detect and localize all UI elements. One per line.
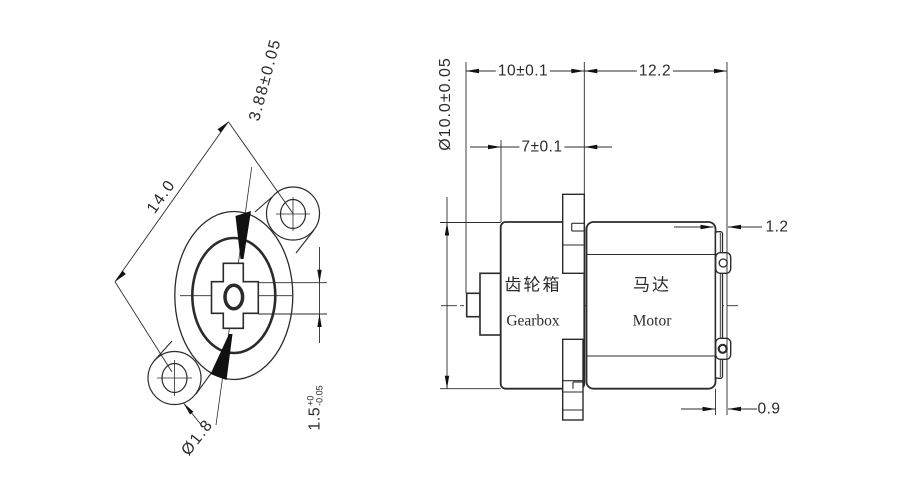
label-gearbox-cn: 齿轮箱	[504, 275, 562, 295]
label-motor-en: Motor	[632, 312, 672, 330]
side-view	[440, 62, 762, 421]
dim-gearbox-case-length: 7±0.1	[519, 137, 565, 155]
dim-gearbox-overall-length: 10±0.1	[495, 61, 551, 79]
dim-slot-width-value: 1.5	[307, 406, 324, 431]
dim-slot-width: 1.5 +0 -0.05	[306, 383, 326, 432]
front-view	[114, 121, 327, 428]
label-gearbox-en: Gearbox	[506, 312, 560, 330]
dim-terminal-offset: 0.9	[757, 400, 781, 418]
label-motor-cn: 马达	[633, 275, 671, 295]
dim-slot-width-tol-lower: -0.05	[315, 385, 325, 406]
dim-endcap-offset: 1.2	[765, 218, 789, 236]
dim-body-diameter: Ø10.0±0.05	[437, 57, 454, 151]
dim-motor-length: 12.2	[636, 61, 674, 79]
